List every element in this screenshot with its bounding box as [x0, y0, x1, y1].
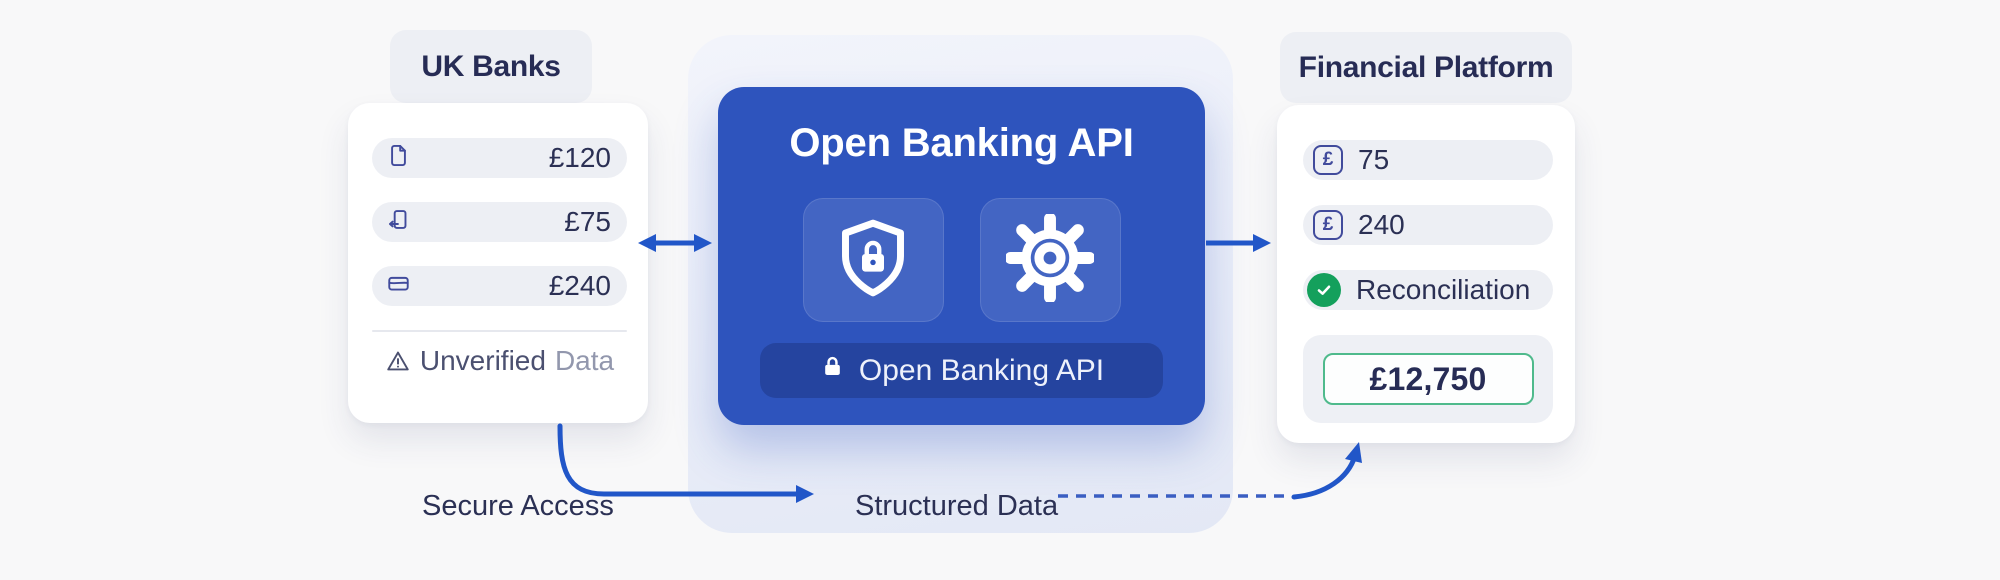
total-amount-box: £12,750: [1303, 335, 1553, 423]
card-icon: [385, 270, 412, 302]
bank-amount-row: £120: [372, 138, 627, 178]
gear-icon: [1004, 212, 1096, 307]
shield-tile: [802, 198, 944, 322]
card-divider: [372, 330, 627, 332]
uk-banks-header: UK Banks: [390, 30, 592, 103]
bank-amount-row: £75: [372, 202, 627, 242]
unverified-label: Unverified: [419, 345, 546, 376]
platform-value: 75: [1358, 144, 1390, 175]
bank-amount: £75: [564, 206, 611, 237]
lock-icon: [819, 353, 846, 388]
api-card: Open Banking API: [718, 87, 1205, 425]
structured-data-label: Structured Data: [855, 490, 1059, 522]
total-amount: £12,750: [1322, 353, 1534, 405]
reconciliation-label: Reconciliation: [1356, 274, 1531, 305]
secure-access-label: Secure Access: [422, 490, 614, 522]
platform-value-row: £ 240: [1303, 205, 1553, 245]
import-icon: [385, 206, 412, 238]
financial-platform-header: Financial Platform: [1280, 32, 1572, 103]
api-icon-tiles: [802, 198, 1121, 322]
pound-icon: £: [1313, 145, 1343, 175]
bank-amount: £120: [548, 142, 611, 173]
warning-triangle-icon: [385, 348, 411, 374]
reconciliation-row: Reconciliation: [1303, 270, 1553, 310]
api-badge: Open Banking API: [760, 343, 1163, 398]
api-title: Open Banking API: [789, 121, 1134, 165]
financial-platform-title: Financial Platform: [1298, 50, 1554, 84]
reconciliation-arrow: [1291, 442, 1362, 500]
uk-banks-card: £120 £75 £240: [348, 103, 648, 423]
platform-value-row: £ 75: [1303, 140, 1553, 180]
shield-lock-icon: [829, 214, 917, 307]
unverified-label-muted: Data: [554, 345, 615, 376]
bank-amount: £240: [548, 270, 611, 301]
financial-platform-card: £ 75 £ 240 Reconciliation £12,750: [1277, 105, 1575, 443]
uk-banks-title: UK Banks: [421, 49, 561, 83]
api-badge-label: Open Banking API: [858, 353, 1105, 387]
document-icon: [385, 142, 412, 174]
check-circle-icon: [1307, 273, 1341, 307]
platform-value: 240: [1358, 209, 1405, 240]
gear-tile: [979, 198, 1121, 322]
pound-icon: £: [1313, 210, 1343, 240]
bank-amount-row: £240: [372, 266, 627, 306]
unverified-data-row: Unverified Data: [372, 345, 627, 377]
